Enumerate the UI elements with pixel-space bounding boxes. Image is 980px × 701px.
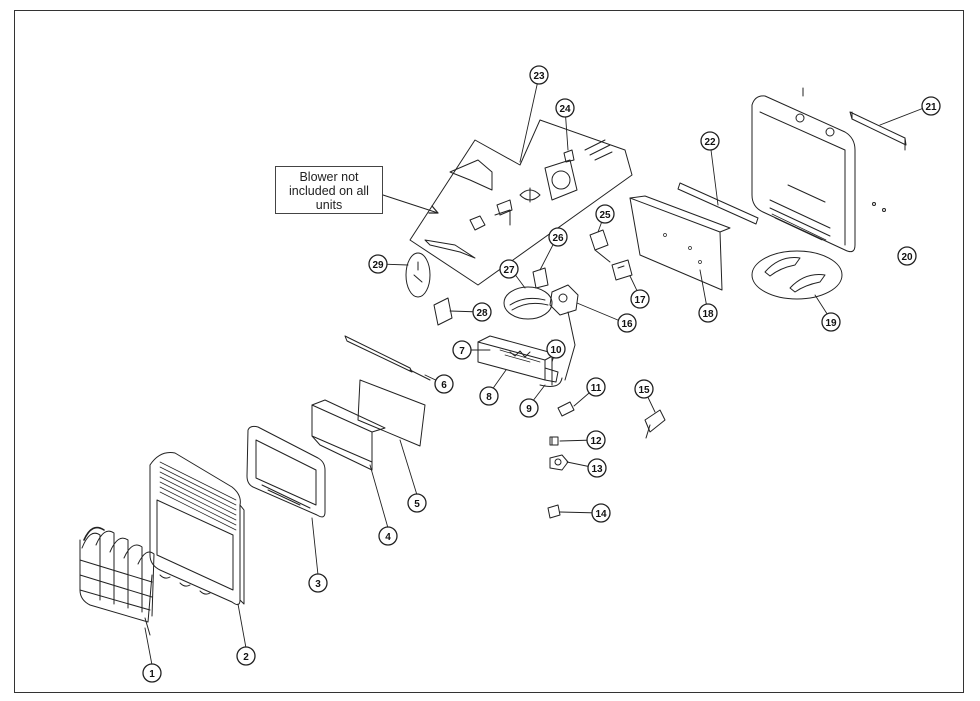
callout-6: 6 xyxy=(434,374,454,394)
svg-text:6: 6 xyxy=(441,380,447,391)
callout-5: 5 xyxy=(407,493,427,513)
svg-text:3: 3 xyxy=(315,579,321,590)
part-21-hanger-bracket xyxy=(849,111,907,151)
svg-text:15: 15 xyxy=(638,385,650,396)
part-17-bracket xyxy=(611,259,633,281)
svg-text:8: 8 xyxy=(486,392,492,403)
callout-25: 25 xyxy=(595,204,615,224)
callout-17: 17 xyxy=(630,289,650,309)
part-28-bracket xyxy=(433,297,453,326)
part-18-back-plate xyxy=(629,195,731,291)
svg-text:28: 28 xyxy=(476,308,488,319)
note-arrow xyxy=(382,194,439,214)
callout-15: 15 xyxy=(634,379,654,399)
part-5-radiant-panel xyxy=(357,379,426,447)
part-6-rod xyxy=(344,335,431,381)
callout-16: 16 xyxy=(617,313,637,333)
svg-text:27: 27 xyxy=(503,265,515,276)
callout-24: 24 xyxy=(555,98,575,118)
svg-text:9: 9 xyxy=(526,404,532,415)
svg-text:5: 5 xyxy=(414,499,420,510)
svg-text:18: 18 xyxy=(702,309,714,320)
part-29-igniter xyxy=(405,252,431,298)
svg-text:12: 12 xyxy=(590,436,602,447)
svg-text:1: 1 xyxy=(149,669,155,680)
svg-text:13: 13 xyxy=(591,464,603,475)
part-12-orifice xyxy=(549,436,559,446)
callout-29: 29 xyxy=(368,254,388,274)
callout-19: 19 xyxy=(821,312,841,332)
part-11-bracket xyxy=(557,401,575,417)
callout-9: 9 xyxy=(519,398,539,418)
part-27-thermocouple xyxy=(503,286,553,320)
callout-26: 26 xyxy=(548,227,568,247)
svg-text:10: 10 xyxy=(550,345,562,356)
svg-text:25: 25 xyxy=(599,210,611,221)
part-1-grill-guard xyxy=(79,526,155,636)
part-23-blower-kit xyxy=(409,119,633,286)
svg-text:21: 21 xyxy=(925,102,937,113)
svg-text:26: 26 xyxy=(552,233,564,244)
svg-text:22: 22 xyxy=(704,137,716,148)
part-4-burner-shield xyxy=(311,399,386,471)
callout-11: 11 xyxy=(586,377,606,397)
diagram-frame xyxy=(14,10,964,693)
callout-4: 4 xyxy=(378,526,398,546)
callout-22: 22 xyxy=(700,131,720,151)
leader-lines xyxy=(144,75,930,666)
callout-12: 12 xyxy=(586,430,606,450)
svg-text:17: 17 xyxy=(634,295,646,306)
part-26-regulator xyxy=(532,267,549,289)
part-20-rear-housing xyxy=(751,87,886,253)
part-16-gas-valve xyxy=(549,284,579,381)
part-24-switch xyxy=(563,149,575,163)
part-3-panel-frame xyxy=(246,425,326,518)
callout-7: 7 xyxy=(452,340,472,360)
callout-20: 20 xyxy=(897,246,917,266)
blower-note: Blower not included on all units xyxy=(275,166,383,214)
callout-8: 8 xyxy=(479,386,499,406)
callout-23: 23 xyxy=(529,65,549,85)
svg-text:20: 20 xyxy=(901,252,913,263)
callout-2: 2 xyxy=(236,646,256,666)
part-13-valve-fitting xyxy=(549,454,569,471)
svg-text:14: 14 xyxy=(595,509,607,520)
svg-text:29: 29 xyxy=(372,260,384,271)
svg-text:23: 23 xyxy=(533,71,545,82)
callout-14: 14 xyxy=(591,503,611,523)
part-19-feet xyxy=(751,250,843,300)
svg-text:2: 2 xyxy=(243,652,249,663)
svg-text:7: 7 xyxy=(459,346,465,357)
part-14-fitting xyxy=(547,504,561,519)
part-7-burner xyxy=(477,335,563,387)
callout-28: 28 xyxy=(472,302,492,322)
part-2-front-casing xyxy=(149,452,245,606)
callout-27: 27 xyxy=(499,259,519,279)
part-25-bracket xyxy=(589,229,611,263)
callout-13: 13 xyxy=(587,458,607,478)
callout-3: 3 xyxy=(308,573,328,593)
callout-10: 10 xyxy=(546,339,566,359)
svg-text:24: 24 xyxy=(559,104,571,115)
callouts: 1 2 3 4 5 6 7 8 9 10 11 12 13 14 15 16 1… xyxy=(142,65,941,683)
part-15-bracket xyxy=(644,409,666,439)
svg-text:16: 16 xyxy=(621,319,633,330)
svg-text:11: 11 xyxy=(591,383,602,394)
callout-18: 18 xyxy=(698,303,718,323)
part-22-rail xyxy=(677,182,759,225)
callout-1: 1 xyxy=(142,663,162,683)
callout-21: 21 xyxy=(921,96,941,116)
svg-text:4: 4 xyxy=(385,532,391,543)
svg-text:19: 19 xyxy=(825,318,837,329)
